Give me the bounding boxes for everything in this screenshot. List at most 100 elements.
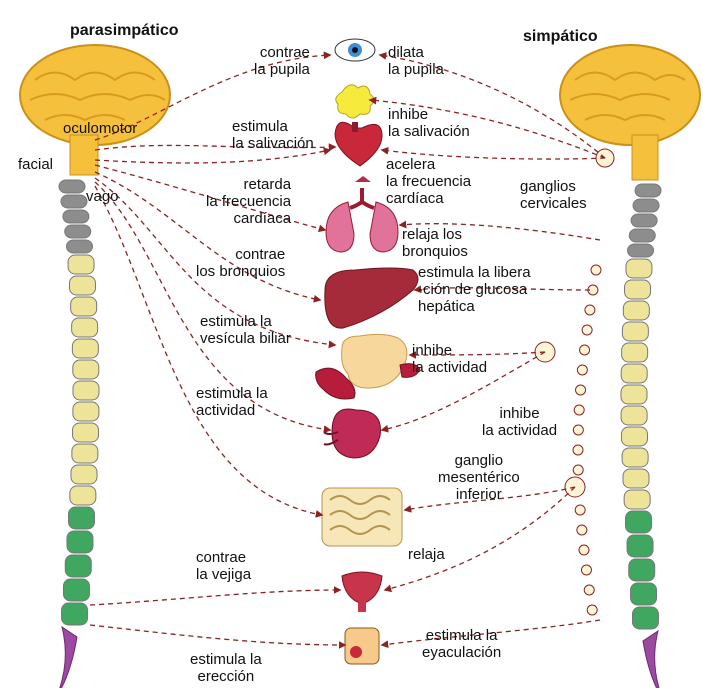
vertebra bbox=[72, 318, 98, 337]
eye-icon bbox=[335, 39, 375, 61]
parasym-effect-bronchi: contrae los bronquios bbox=[196, 246, 285, 280]
vertebra bbox=[621, 385, 647, 404]
left-spinal-cord bbox=[36, 180, 99, 688]
liver-icon bbox=[325, 268, 418, 328]
vertebra bbox=[72, 339, 98, 358]
vertebra bbox=[629, 559, 655, 581]
sym-effect-bladder: relaja bbox=[408, 546, 445, 563]
chain-ganglion bbox=[573, 465, 583, 475]
vertebra bbox=[621, 364, 647, 383]
salivary-gland-icon bbox=[336, 85, 374, 118]
vertebra bbox=[71, 465, 97, 484]
intestine-icon bbox=[322, 488, 402, 546]
vertebra bbox=[71, 297, 97, 316]
parasym-effect-bladder: contrae la vejiga bbox=[196, 549, 251, 583]
genitals-icon bbox=[345, 628, 379, 664]
parasym-effect-gallbladder: estimula la vesícula biliar bbox=[200, 313, 291, 347]
sympathetic-chain bbox=[573, 265, 601, 615]
vertebra bbox=[67, 531, 93, 553]
vertebra bbox=[72, 444, 98, 463]
vertebra bbox=[63, 210, 89, 223]
sym-effect-glucose: estimula la libera -ción de glucosa hepá… bbox=[418, 264, 531, 315]
vertebra bbox=[65, 555, 91, 577]
vertebra bbox=[628, 244, 654, 257]
nerve-arrow bbox=[90, 625, 345, 645]
vertebra bbox=[632, 607, 658, 629]
sacrum bbox=[643, 631, 684, 688]
heart-icon bbox=[335, 122, 382, 166]
sympathetic-title: simpático bbox=[523, 28, 598, 46]
chain-ganglion bbox=[575, 505, 585, 515]
vertebra bbox=[70, 486, 96, 505]
parasym-effect-digestion: estimula la actividad bbox=[196, 385, 268, 419]
vertebra bbox=[69, 276, 95, 295]
parasym-effect-erection: estimula la erección bbox=[190, 651, 262, 685]
vago-label: vago bbox=[86, 188, 119, 205]
vertebra bbox=[623, 469, 649, 488]
right-brain-icon bbox=[560, 45, 700, 180]
vertebra bbox=[622, 322, 648, 341]
nerve-arrow bbox=[90, 590, 340, 605]
vertebra bbox=[73, 423, 99, 442]
vertebra bbox=[65, 225, 91, 238]
chain-ganglion bbox=[591, 265, 601, 275]
mesenteric-ganglion-label: ganglio mesentérico inferior bbox=[438, 452, 520, 503]
chain-ganglion bbox=[573, 445, 583, 455]
bladder-icon bbox=[342, 572, 382, 612]
sym-effect-kidney: inhibe la actividad bbox=[482, 405, 557, 439]
vertebra bbox=[621, 406, 647, 425]
sym-effect-digestion: inhibe la actividad bbox=[412, 342, 487, 376]
right-spinal-cord bbox=[621, 184, 684, 688]
sym-effect-ejaculation: estimula la eyaculación bbox=[422, 627, 501, 661]
oculomotor-label: oculomotor bbox=[63, 120, 137, 137]
kidney-icon bbox=[324, 409, 381, 458]
chain-ganglion bbox=[573, 425, 583, 435]
sacrum bbox=[36, 627, 77, 688]
chain-ganglion bbox=[580, 345, 590, 355]
parasym-effect-pupil: contrae la pupila bbox=[254, 44, 310, 78]
sym-effect-bronchi: relaja los bronquios bbox=[402, 226, 468, 260]
chain-ganglion bbox=[576, 385, 586, 395]
chain-ganglion bbox=[587, 605, 597, 615]
vertebra bbox=[62, 603, 88, 625]
chain-ganglion bbox=[577, 365, 587, 375]
chain-ganglion bbox=[584, 585, 594, 595]
vertebra bbox=[73, 381, 99, 400]
vertebra bbox=[629, 229, 655, 242]
vertebra bbox=[69, 507, 95, 529]
chain-ganglion bbox=[577, 525, 587, 535]
parasym-effect-heart: retarda la frecuencia cardíaca bbox=[206, 176, 291, 227]
vertebra bbox=[63, 579, 89, 601]
chain-ganglion bbox=[585, 305, 595, 315]
vertebra bbox=[625, 280, 651, 299]
nerve-arrow bbox=[95, 186, 322, 515]
sym-effect-salivation: inhibe la salivación bbox=[388, 106, 470, 140]
vertebra bbox=[625, 511, 651, 533]
parasym-effect-salivation: estimula la salivación bbox=[232, 118, 314, 152]
vertebra bbox=[631, 583, 657, 605]
stomach-icon bbox=[342, 334, 407, 388]
vertebra bbox=[627, 535, 653, 557]
cervical-ganglia-label: ganglios cervicales bbox=[520, 178, 587, 212]
chain-ganglion bbox=[574, 405, 584, 415]
sym-effect-heart: acelera la frecuencia cardíaca bbox=[386, 156, 471, 207]
chain-ganglion bbox=[579, 545, 589, 555]
chain-ganglion bbox=[582, 325, 592, 335]
vertebra bbox=[633, 199, 659, 212]
sym-effect-pupil: dilata la pupila bbox=[388, 44, 444, 78]
vertebra bbox=[66, 240, 92, 253]
vertebra bbox=[631, 214, 657, 227]
vertebra bbox=[623, 301, 649, 320]
vertebra bbox=[73, 402, 99, 421]
vertebra bbox=[621, 427, 647, 446]
vertebra bbox=[68, 255, 94, 274]
vertebra bbox=[73, 360, 99, 379]
vertebra bbox=[59, 180, 85, 193]
facial-label: facial bbox=[18, 156, 53, 173]
chain-ganglion bbox=[581, 565, 591, 575]
vertebra bbox=[61, 195, 87, 208]
parasympathetic-title: parasimpático bbox=[70, 22, 178, 40]
vertebra bbox=[635, 184, 661, 197]
